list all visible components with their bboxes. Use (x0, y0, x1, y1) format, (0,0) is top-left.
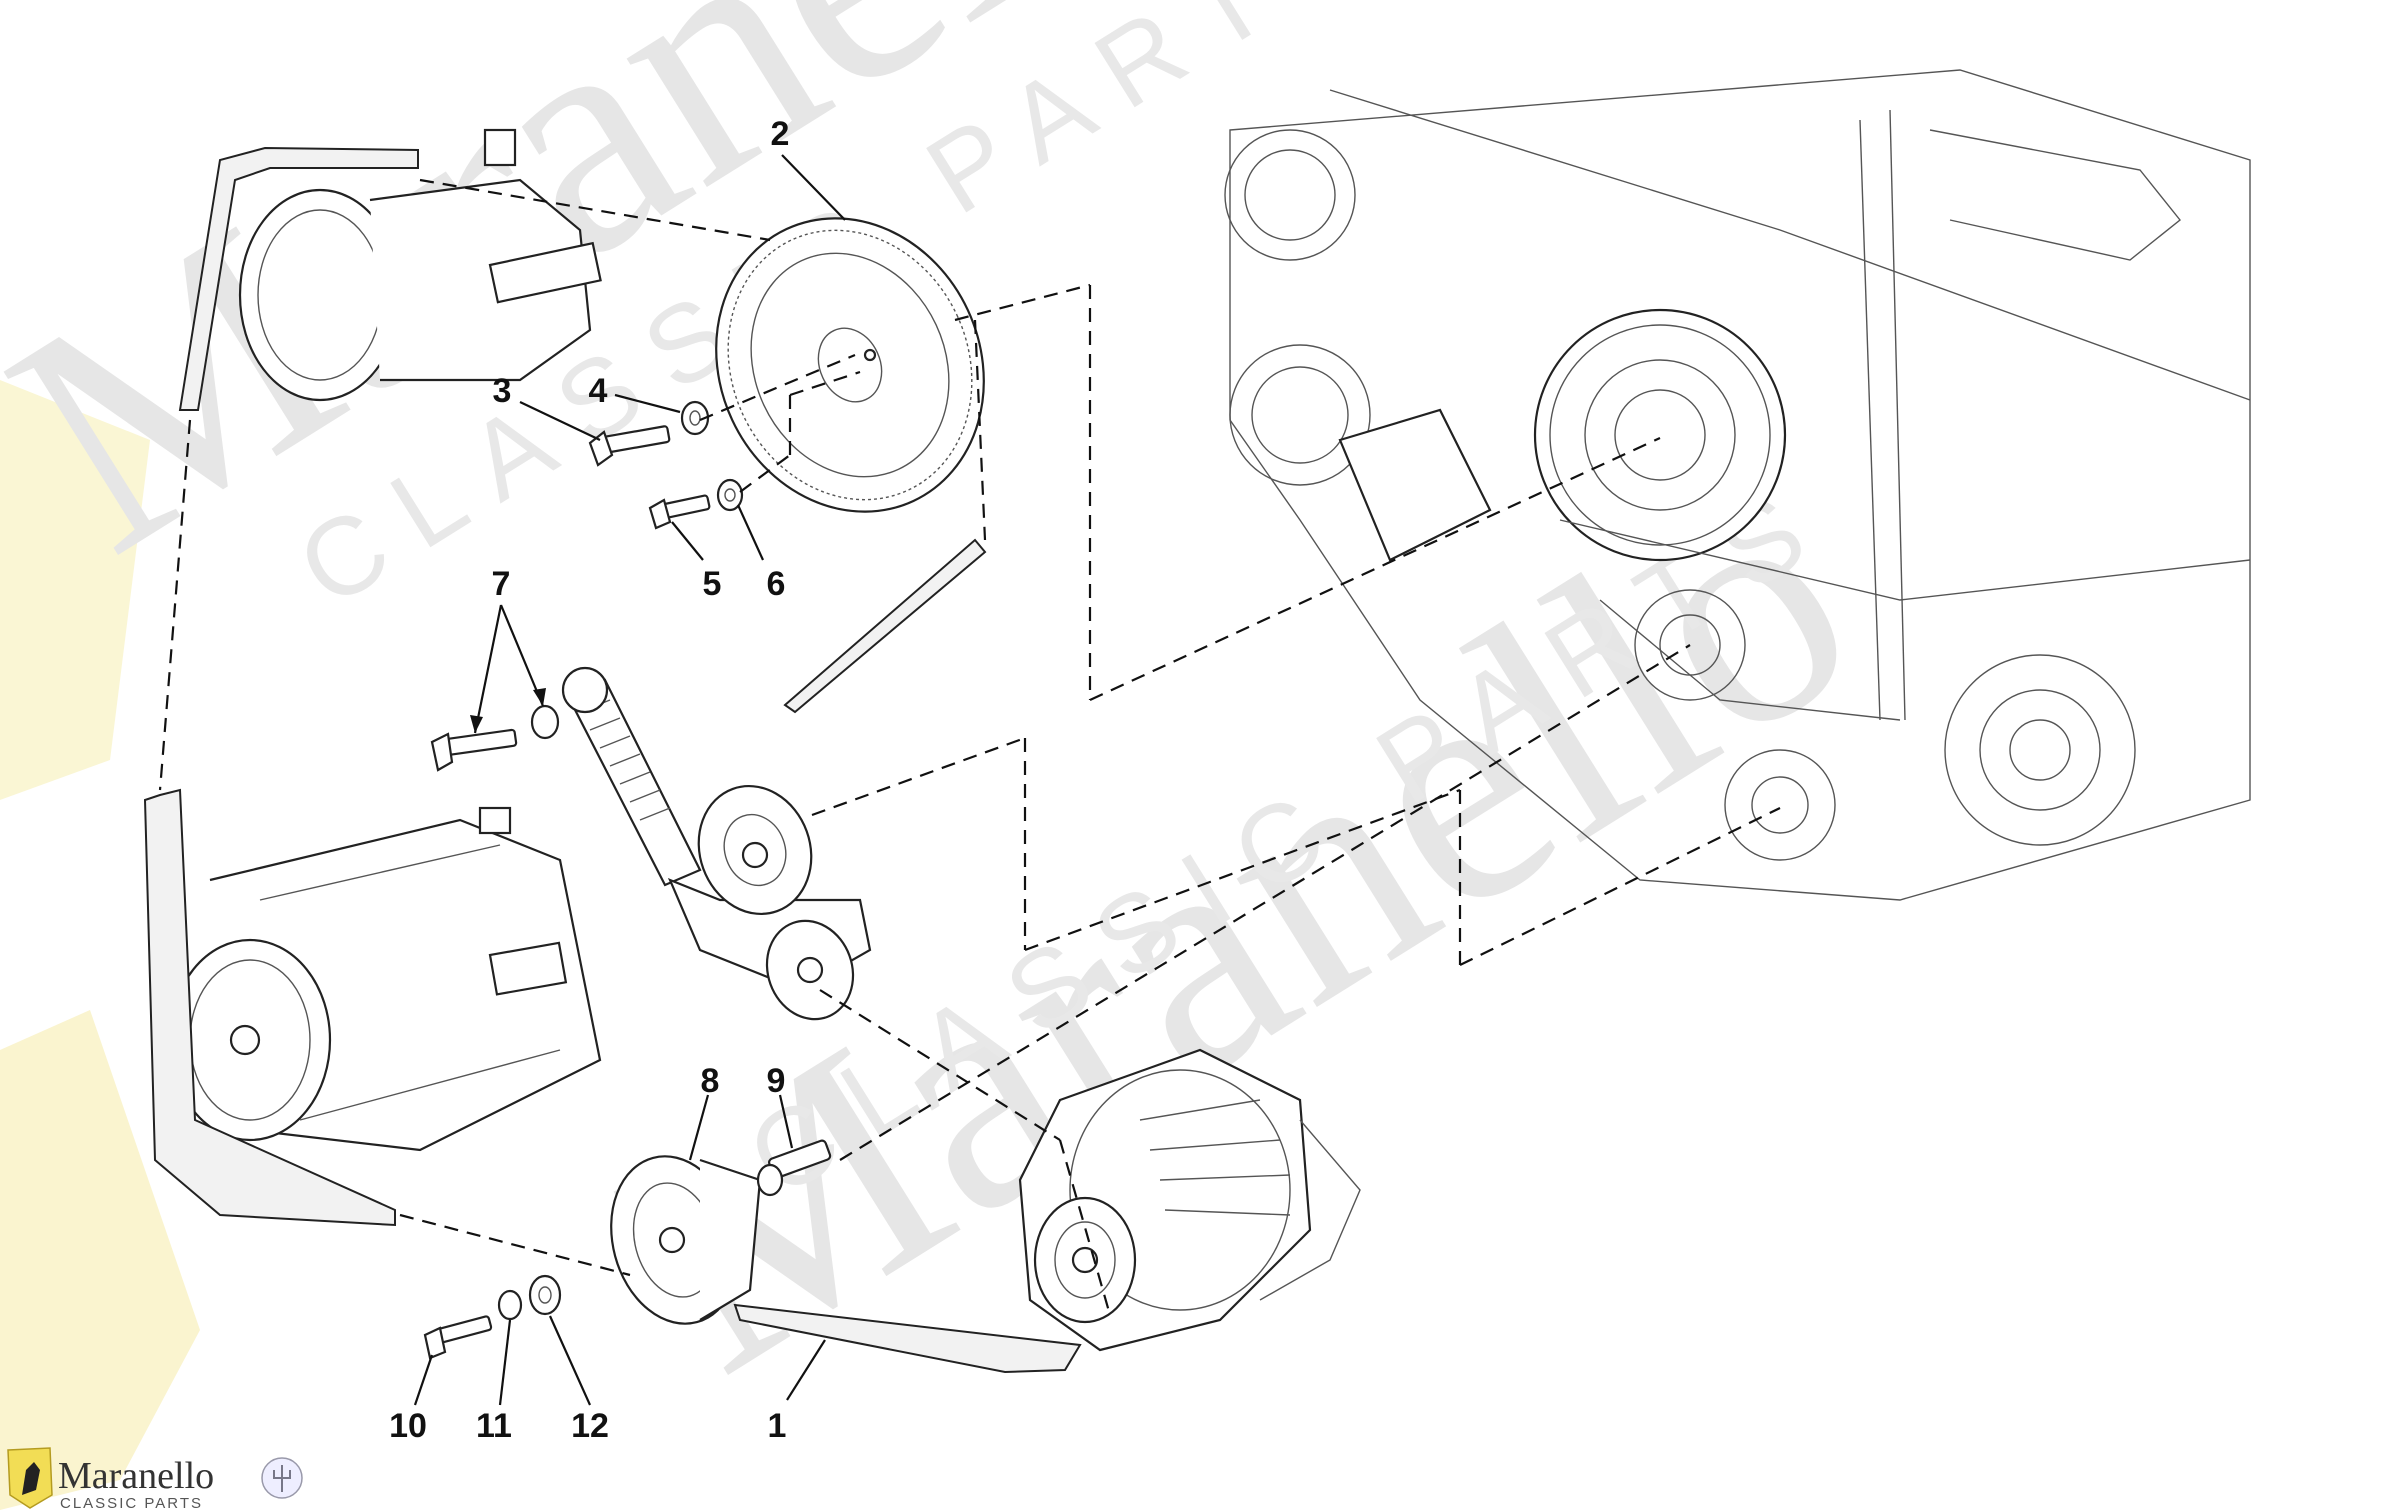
routing-lines (158, 178, 1781, 1316)
callout-labels: 1 2 3 4 5 6 7 8 9 10 11 12 (389, 115, 789, 1445)
callout-12: 12 (571, 1407, 609, 1445)
belt-left-wrap (143, 788, 396, 1227)
belt-upper-left (178, 146, 419, 411)
footer-tagline: CLASSIC PARTS (60, 1495, 203, 1510)
callout-1: 1 (768, 1407, 787, 1445)
callout-11: 11 (476, 1407, 512, 1445)
crankshaft-pulley (715, 217, 985, 513)
callout-8: 8 (701, 1062, 720, 1100)
callout-3: 3 (493, 372, 512, 410)
footer-logo: Maranello CLASSIC PARTS (7, 1447, 303, 1510)
bolt-and-washers-10-11-12 (423, 1274, 562, 1360)
callout-2: 2 (771, 115, 790, 153)
ferrari-shield-watermark (0, 1010, 200, 1510)
ac-compressor (143, 788, 602, 1227)
callout-5: 5 (703, 565, 722, 603)
idler-pulley (610, 1155, 762, 1325)
prancing-horse-icon (22, 1462, 40, 1495)
callout-6: 6 (767, 565, 786, 603)
footer-brand: Maranello (58, 1455, 214, 1497)
belt-bottom-segment (733, 1303, 1082, 1374)
ferrari-badge-watermark (0, 380, 150, 800)
callout-7: 7 (492, 565, 511, 603)
alternator (1018, 1048, 1361, 1352)
belt-middle-segment (783, 538, 987, 714)
leader-lines (413, 154, 846, 1406)
belt-tensioner (430, 666, 872, 1021)
bolt-and-washer-3-4 (588, 400, 710, 467)
idler-bolt (756, 1139, 832, 1197)
callout-9: 9 (767, 1062, 786, 1100)
power-steering-pump (178, 128, 602, 411)
engine-assembly (1224, 69, 2251, 901)
callout-4: 4 (589, 372, 608, 410)
callout-10: 10 (389, 1407, 427, 1445)
bolt-and-washer-5-6 (648, 478, 744, 530)
